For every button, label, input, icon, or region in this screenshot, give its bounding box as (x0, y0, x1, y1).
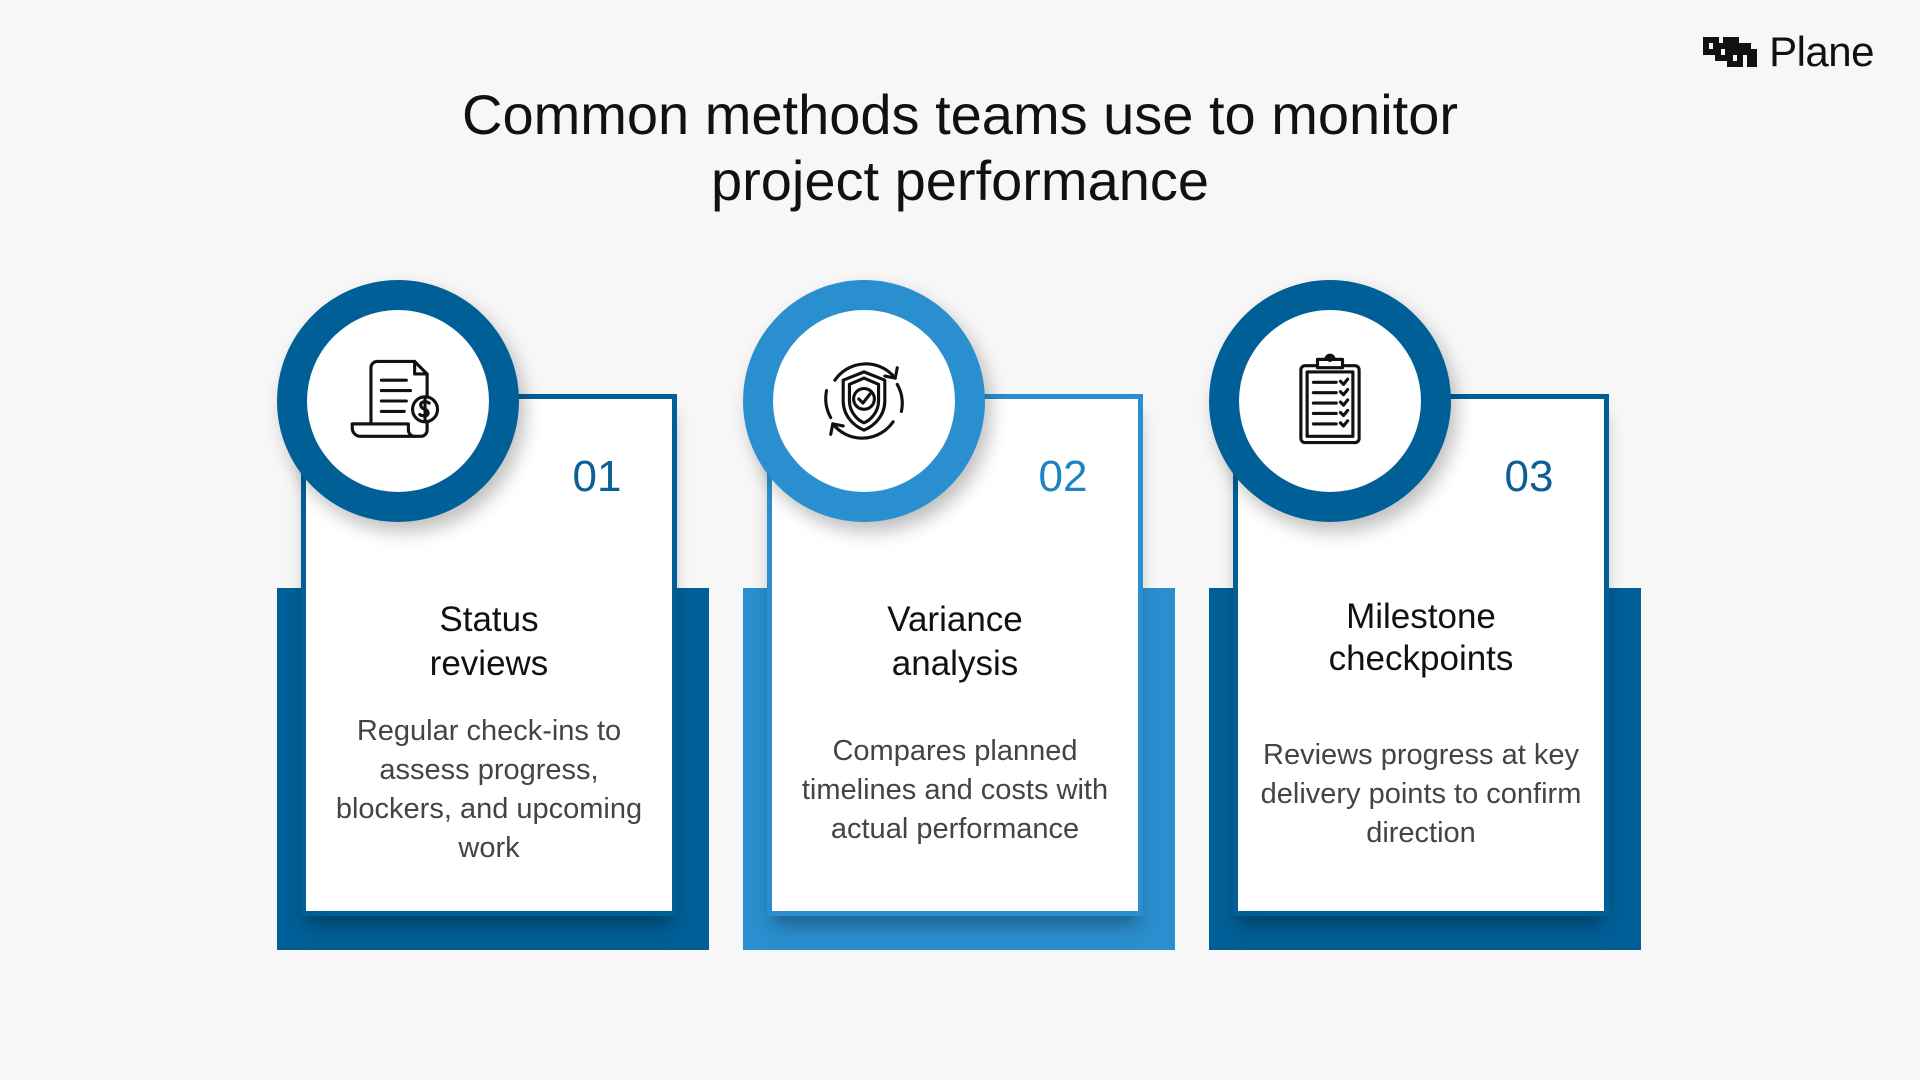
title-line-1: Common methods teams use to monitor (462, 83, 1458, 146)
method-heading-line-2: analysis (891, 644, 1019, 683)
icon-circle-inner (773, 310, 955, 492)
method-card-milestone-checkpoints: 03 Milestone checkpoints Reviews progres… (1209, 280, 1641, 950)
shield-check-cycle-icon (824, 362, 904, 440)
plane-logo-icon (1703, 37, 1758, 67)
document-dollar-icon (350, 359, 440, 438)
method-heading-line-2: checkpoints (1328, 639, 1514, 678)
method-heading-line-1: Variance (887, 600, 1023, 639)
method-number: 03 (1504, 452, 1554, 501)
method-description: Compares planned timelines and costs wit… (801, 735, 1109, 845)
method-number: 02 (1038, 452, 1088, 501)
method-description: Reviews progress at key delivery points … (1260, 739, 1582, 849)
method-heading: Variance analysis (767, 598, 1143, 686)
method-heading-line-1: Status (439, 600, 539, 639)
method-card-status-reviews: 01 Status reviews Regular check-ins to a… (277, 280, 709, 950)
method-heading-line-1: Milestone (1346, 597, 1496, 636)
page-title: Common methods teams use to monitor proj… (0, 82, 1920, 214)
icon-circle-inner (307, 310, 489, 492)
method-number: 01 (572, 452, 622, 501)
icon-circle (1209, 280, 1451, 522)
icon-circle (277, 280, 519, 522)
brand-name: Plane (1769, 28, 1874, 75)
clipboard-checklist-icon (1299, 353, 1361, 445)
method-heading: Status reviews (301, 598, 677, 686)
brand-logo: Plane (1701, 28, 1874, 76)
title-line-2: project performance (710, 149, 1209, 212)
method-heading-line-2: reviews (429, 644, 549, 683)
icon-circle-inner (1239, 310, 1421, 492)
icon-circle (743, 280, 985, 522)
method-description: Regular check-ins to assess progress, bl… (335, 715, 643, 864)
method-heading: Milestone checkpoints (1233, 596, 1609, 680)
method-card-variance-analysis: 02 Variance analysis Compares planned ti… (743, 280, 1175, 950)
